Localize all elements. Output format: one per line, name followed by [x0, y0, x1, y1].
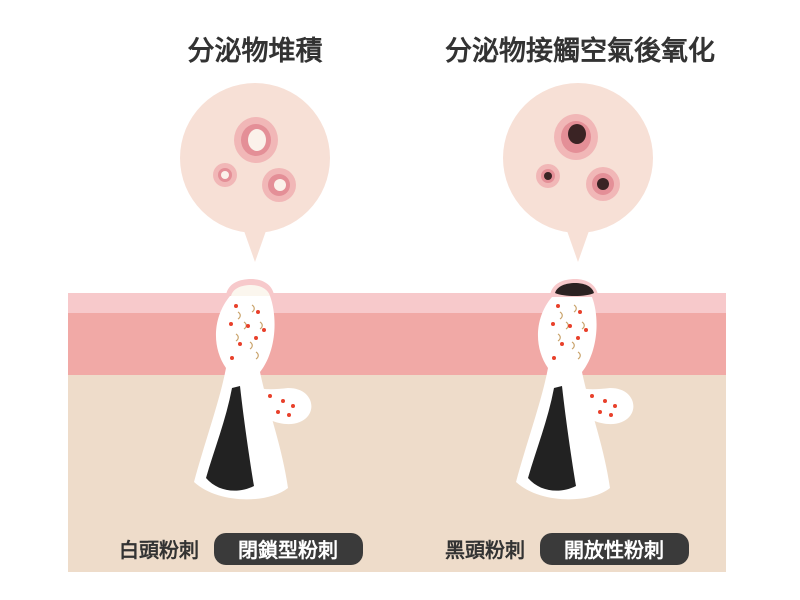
hair-shaft [528, 386, 576, 491]
left-type-badge-text: 閉鎖型粉刺 [238, 538, 338, 562]
left-type-badge: 閉鎖型粉刺 [214, 533, 363, 565]
bacteria-dots [551, 304, 617, 417]
blackhead-large [554, 114, 598, 160]
blackhead-medium [586, 167, 620, 201]
left-panel: 分泌物堆積 [119, 36, 363, 565]
whitehead-large [234, 117, 278, 163]
right-type-badge-text: 開放性粉刺 [564, 538, 664, 562]
whitehead-medium [262, 168, 296, 202]
bacteria-dots [229, 304, 295, 417]
right-pore-cross-section [516, 279, 634, 500]
skin-middle-layer [68, 312, 726, 375]
oxidized-plug [555, 283, 594, 296]
sebum-strokes [557, 304, 585, 360]
left-panel-title: 分泌物堆積 [188, 36, 323, 67]
right-type-badge: 開放性粉刺 [540, 533, 689, 565]
right-panel-title: 分泌物接觸空氣後氧化 [445, 35, 715, 67]
skin-layers [68, 293, 726, 572]
right-panel: 分泌物接觸空氣後氧化 [445, 35, 715, 565]
blackhead-small [536, 164, 560, 188]
skin-top-layer [68, 293, 726, 313]
left-magnifier-bubble [180, 83, 330, 262]
left-pore-cross-section [194, 279, 312, 500]
right-type-label: 黑頭粉刺 [445, 538, 525, 562]
left-type-label: 白頭粉刺 [119, 538, 199, 562]
right-magnifier-bubble [503, 83, 653, 262]
whitehead-small [213, 163, 237, 187]
hair-shaft [206, 386, 254, 491]
